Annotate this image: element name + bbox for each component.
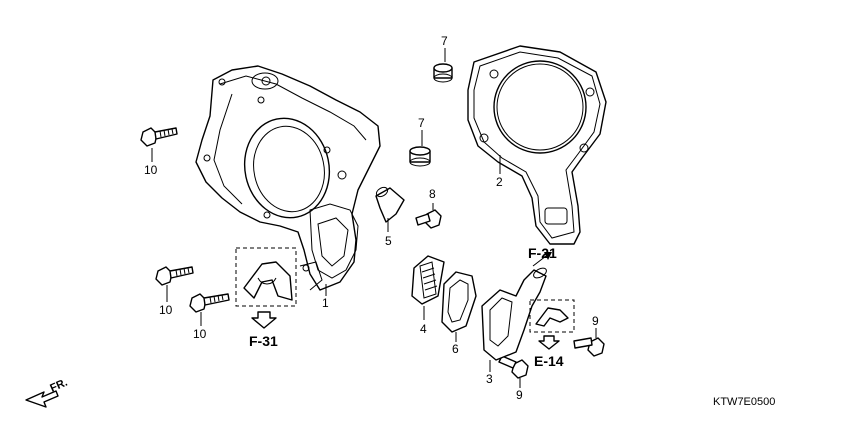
ref-f31: F-31 [249, 333, 278, 349]
e14-detail-box [529, 299, 575, 333]
ref-f21: F-21 [528, 245, 557, 261]
leader-lines [151, 48, 597, 388]
joint-gasket [441, 271, 477, 333]
e14-arrow [538, 335, 560, 350]
dowel-pin-lower [409, 146, 431, 167]
f21-arrow [532, 252, 552, 267]
callout-5: 5 [385, 234, 392, 248]
ref-e14: E-14 [534, 353, 564, 369]
callout-2: 2 [496, 175, 503, 189]
callout-8: 8 [429, 187, 436, 201]
callout-3: 3 [486, 372, 493, 386]
dowel-pin-upper [433, 63, 453, 83]
bolt-8 [415, 209, 442, 229]
bolt-10-middle [155, 266, 194, 286]
diagram-code: KTW7E0500 [713, 396, 775, 408]
callout-labels: 1 2 3 4 5 6 7 7 8 9 9 10 10 10 [144, 34, 599, 402]
f31-arrow [251, 311, 277, 329]
callout-10-lower: 10 [193, 327, 207, 341]
callout-4: 4 [420, 322, 427, 336]
pipe-clamp [375, 186, 405, 223]
bolt-9-lower [498, 355, 529, 379]
callout-7-upper: 7 [441, 34, 448, 48]
callout-7-lower: 7 [418, 116, 425, 130]
filter [411, 255, 445, 305]
callout-10-middle: 10 [159, 303, 173, 317]
callout-9-lower: 9 [516, 388, 523, 402]
cylinder [195, 65, 381, 291]
water-joint [481, 267, 547, 361]
callout-10-top: 10 [144, 163, 158, 177]
f31-detail-box [235, 247, 297, 307]
cylinder-gasket [467, 45, 607, 245]
bolt-10-top [140, 127, 178, 147]
callout-9-right: 9 [592, 314, 599, 328]
callout-6: 6 [452, 342, 459, 356]
bolt-9-right [573, 337, 605, 357]
callout-1: 1 [322, 296, 329, 310]
front-direction-arrow [25, 390, 59, 408]
bolt-10-lower [189, 293, 230, 313]
direction-label: FR. [48, 377, 69, 395]
